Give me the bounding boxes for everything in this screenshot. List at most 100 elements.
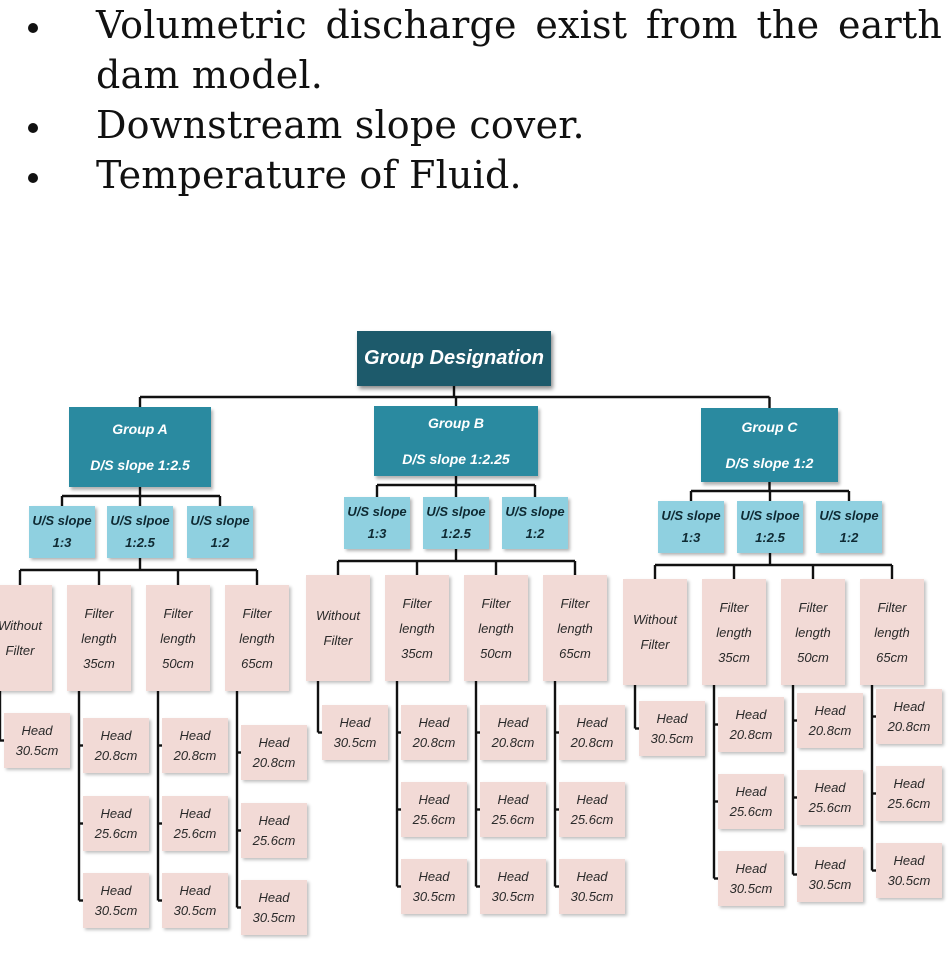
head-node-text: Head xyxy=(814,779,846,795)
filter-node-text: 35cm xyxy=(83,655,115,671)
head-node-text: 30.5cm xyxy=(173,902,217,918)
head-node-text: Head xyxy=(497,714,529,730)
head-node-text: Head xyxy=(576,791,608,807)
head-node: Head 30.5cm xyxy=(480,859,546,914)
head-node-text: Head xyxy=(179,727,211,743)
head-node-text: 30.5cm xyxy=(491,888,535,904)
filter-node-text: Filter xyxy=(560,595,590,611)
head-node: Head 20.8cm xyxy=(241,725,307,780)
head-node-text: 25.6cm xyxy=(808,799,852,815)
head-node: Head 30.5cm xyxy=(4,713,70,768)
filter-node-text: Without xyxy=(0,618,42,633)
filter-node-text: length xyxy=(874,624,910,640)
filter-node: Filter length 50cm xyxy=(464,575,528,681)
head-node-text: Head xyxy=(497,868,529,884)
head-node-text: 25.6cm xyxy=(491,811,535,827)
head-node-text: Head xyxy=(418,868,450,884)
head-node-text: 20.8cm xyxy=(808,722,852,738)
head-node-text: 20.8cm xyxy=(94,747,138,763)
us-slope-node-text: U/S slpoe xyxy=(426,504,486,519)
head-node-text: 25.6cm xyxy=(570,811,614,827)
head-node-text: Head xyxy=(814,856,846,872)
filter-node-text: Filter xyxy=(798,599,828,615)
filter-node-text: 50cm xyxy=(797,649,829,665)
group-node-text: Group C xyxy=(741,419,798,435)
head-node-text: Head xyxy=(418,791,450,807)
bullet-item: Temperature of Fluid. xyxy=(0,150,950,200)
head-node-text: 20.8cm xyxy=(887,718,931,734)
head-node-text: Head xyxy=(893,852,925,868)
head-node-text: 20.8cm xyxy=(173,747,217,763)
us-slope-node-text: 1:2 xyxy=(839,530,859,545)
us-slope-node-text: 1:2 xyxy=(210,535,230,550)
head-node-text: Head xyxy=(21,722,53,738)
head-node-text: Head xyxy=(258,734,290,750)
group-node: Group C D/S slope 1:2 xyxy=(701,408,838,482)
us-slope-node-text: U/S slope xyxy=(190,513,250,528)
group-node-text: D/S slope 1:2 xyxy=(725,455,814,471)
us-slope-node-text: U/S slope xyxy=(819,508,879,523)
us-slope-node-text: 1:2.5 xyxy=(441,526,471,541)
head-node-text: 30.5cm xyxy=(729,880,773,896)
bullet-list: Volumetric discharge exist from the eart… xyxy=(0,0,950,200)
us-slope-node-text: U/S slope xyxy=(661,508,721,523)
us-slope-node: U/S slope 1:2 xyxy=(816,501,882,553)
filter-node-text: length xyxy=(478,620,514,636)
group-node: Group B D/S slope 1:2.25 xyxy=(374,406,538,476)
filter-node-text: Filter xyxy=(402,595,432,611)
filter-node-text: Without xyxy=(316,608,360,623)
group-node-text: Group B xyxy=(428,415,484,431)
filter-node-text: Without xyxy=(633,612,677,627)
root-node: Group Designation xyxy=(357,331,551,386)
filter-node-text: 65cm xyxy=(876,649,908,665)
bullet-item: Volumetric discharge exist from the eart… xyxy=(0,0,950,100)
filter-node-text: 50cm xyxy=(480,645,512,661)
filter-node-text: Filter xyxy=(84,605,114,621)
head-node-text: 30.5cm xyxy=(15,742,59,758)
us-slope-node-text: 1:3 xyxy=(52,535,72,550)
group-node-text: D/S slope 1:2.25 xyxy=(402,451,510,467)
head-node-text: 25.6cm xyxy=(173,825,217,841)
head-node-text: 20.8cm xyxy=(729,726,773,742)
head-node-text: Head xyxy=(735,860,767,876)
head-node: Head 25.6cm xyxy=(559,782,625,837)
head-node-text: 20.8cm xyxy=(252,754,296,770)
us-slope-node-text: U/S slpoe xyxy=(740,508,800,523)
head-node: Head 30.5cm xyxy=(718,851,784,906)
head-node-text: Head xyxy=(179,805,211,821)
head-node-text: Head xyxy=(339,714,371,730)
head-node-text: 30.5cm xyxy=(94,902,138,918)
head-node-text: Head xyxy=(656,710,688,726)
bullet-text: Temperature of Fluid. xyxy=(96,153,522,197)
head-node-text: 25.6cm xyxy=(252,832,296,848)
head-node-text: 25.6cm xyxy=(887,795,931,811)
head-node-text: 30.5cm xyxy=(412,888,456,904)
head-node-text: Head xyxy=(576,868,608,884)
head-node-text: 30.5cm xyxy=(887,872,931,888)
filter-node-text: Filter xyxy=(481,595,511,611)
head-node: Head 30.5cm xyxy=(876,843,942,898)
head-node-text: Head xyxy=(735,783,767,799)
